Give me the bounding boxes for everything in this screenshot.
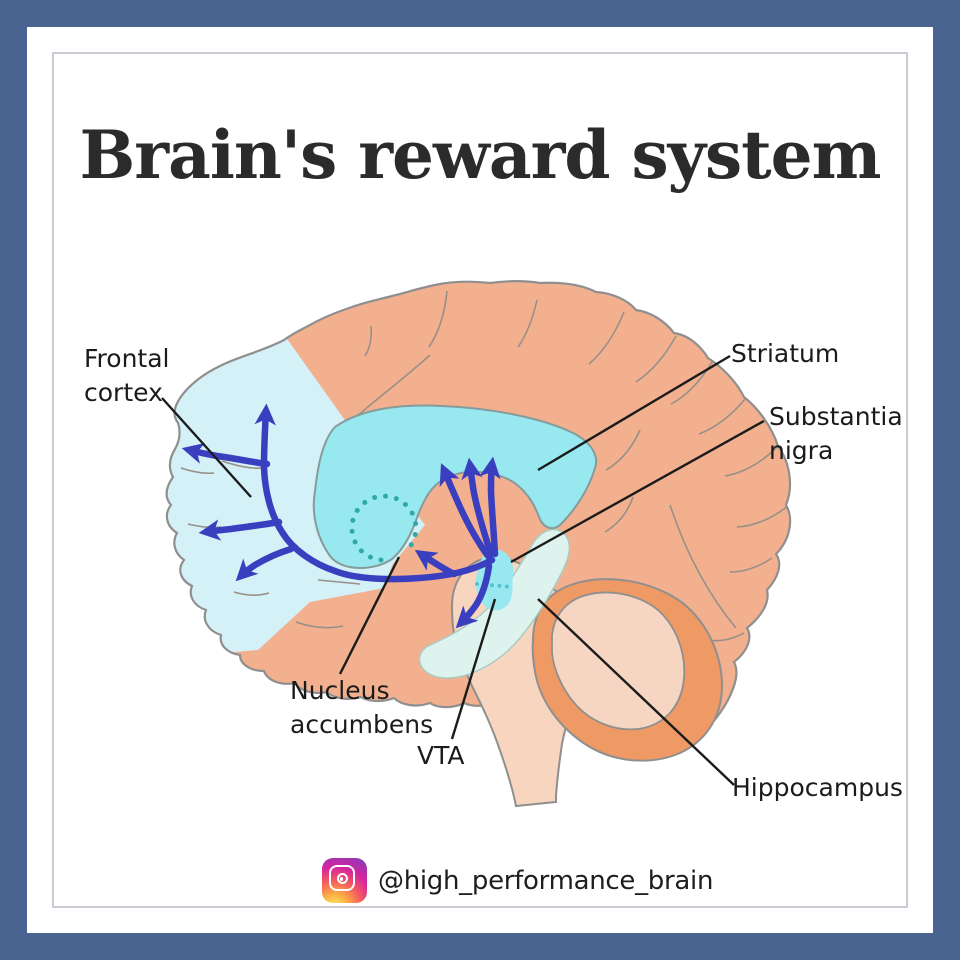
page-title: Brain's reward system [79, 116, 882, 194]
label-substantia-nigra: Substantia nigra [769, 402, 903, 465]
striatum-region [312, 404, 597, 569]
leader-vta [450, 598, 497, 740]
instagram-camera-lens [336, 872, 348, 884]
cerebrum-outline [165, 280, 792, 752]
instagram-handle: @high_performance_brain [378, 866, 714, 896]
leader-striatum [537, 354, 731, 472]
dopamine-pathways [181, 403, 501, 629]
pathway-to-striatum-left [439, 463, 492, 560]
instagram-icon [322, 858, 367, 903]
cerebellum-inner-shape [551, 591, 686, 731]
pathway-to-striatum-middle [461, 457, 495, 558]
leader-hippocampus [537, 598, 735, 786]
pathway-branch-upper-left [181, 442, 271, 468]
label-frontal-cortex: Frontal cortex [84, 344, 170, 407]
pathway-to-striatum-right [479, 456, 501, 558]
pathway-to-frontal-cortex [254, 403, 496, 583]
footer: @high_performance_brain [0, 856, 960, 916]
pathway-to-brainstem [455, 562, 493, 629]
leader-frontal-cortex [161, 397, 252, 498]
label-hippocampus: Hippocampus [732, 773, 903, 802]
label-striatum: Striatum [731, 339, 840, 368]
leader-substantia-nigra [510, 419, 765, 564]
pathway-branch-left [198, 518, 283, 541]
leader-nucleus-accumbens [338, 556, 401, 675]
label-nucleus-accumbens: Nucleus accumbens [290, 676, 434, 739]
pathway-branch-lower-left [235, 545, 295, 582]
label-vta: VTA [417, 741, 465, 770]
nucleus-accumbens-dotted-circle [349, 493, 419, 563]
pathway-to-nucleus-accumbens [414, 549, 458, 578]
leader-lines [161, 354, 765, 786]
